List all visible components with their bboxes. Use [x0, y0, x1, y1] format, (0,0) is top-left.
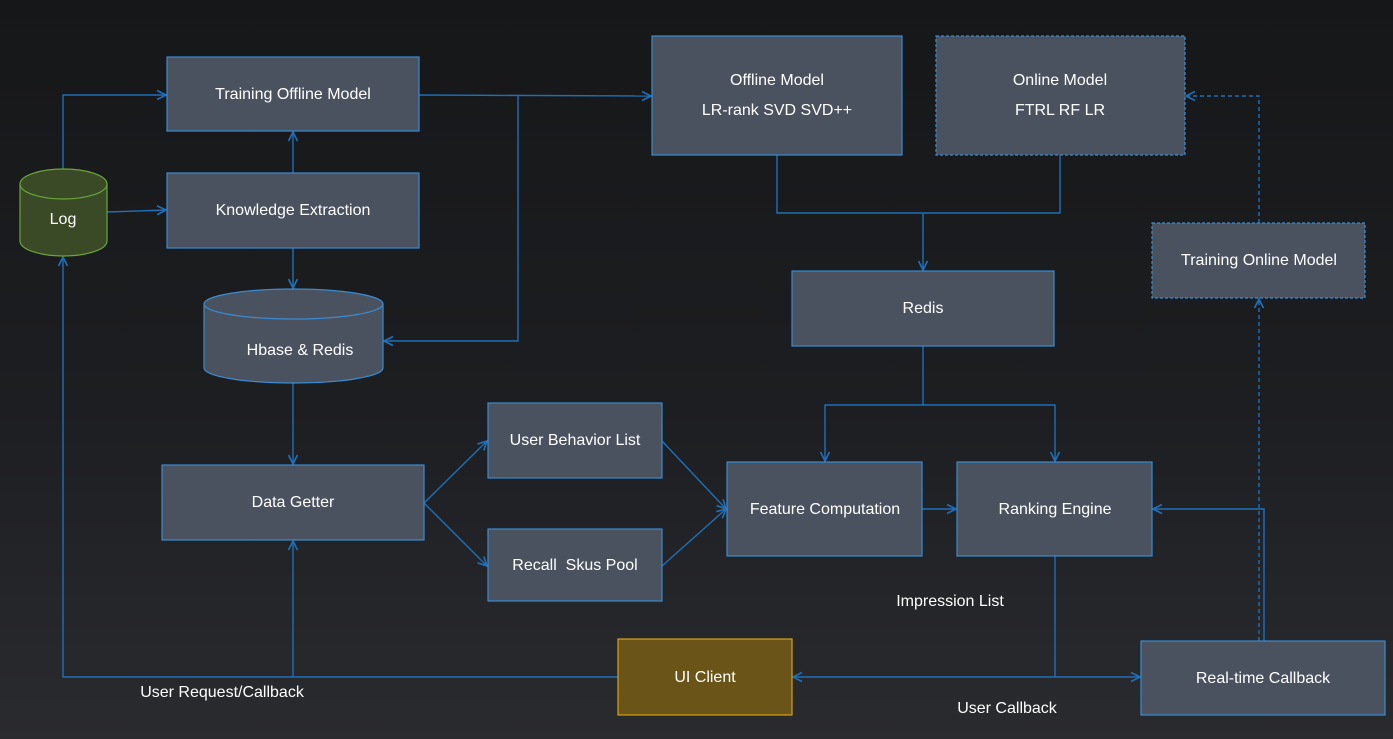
- ui-client-label: UI Client: [674, 669, 736, 686]
- hbase-label: Hbase & Redis: [247, 342, 354, 359]
- edge-redis-ranking: [923, 404, 1055, 461]
- recall-label: Recall Skus Pool: [512, 557, 637, 574]
- user-callback-label: User Callback: [957, 700, 1058, 717]
- node-hbase-redis: Hbase & Redis: [203, 288, 384, 384]
- edge-training-online-model: [1186, 96, 1260, 223]
- edge-redis-split: [825, 346, 924, 461]
- node-knowledge-extraction: Knowledge Extraction: [166, 172, 420, 249]
- user-request-label: User Request/Callback: [140, 684, 305, 701]
- node-training-online-model: Training Online Model: [1151, 222, 1366, 299]
- edge-behavior-feature: [661, 440, 726, 509]
- node-training-offline-model: Training Offline Model: [166, 56, 420, 132]
- offline-model-title: Offline Model: [730, 72, 824, 89]
- edge-datagetter-behavior: [423, 441, 487, 504]
- realtime-label: Real-time Callback: [1196, 670, 1331, 687]
- training-offline-label: Training Offline Model: [215, 86, 371, 103]
- node-log: Log: [19, 168, 108, 257]
- knowledge-label: Knowledge Extraction: [216, 202, 371, 219]
- ranking-label: Ranking Engine: [999, 501, 1112, 518]
- edge-datagetter-recall: [423, 502, 487, 566]
- edge-ui-log: [63, 257, 618, 678]
- node-realtime-callback: Real-time Callback: [1140, 640, 1386, 716]
- edge-training-hbase: [384, 95, 519, 341]
- data-getter-label: Data Getter: [252, 494, 335, 511]
- online-model-title: Online Model: [1013, 72, 1107, 89]
- edge-log-training-offline: [62, 95, 166, 169]
- feature-label: Feature Computation: [750, 501, 900, 518]
- node-recall-skus-pool: Recall Skus Pool: [487, 528, 663, 602]
- node-feature-computation: Feature Computation: [726, 461, 923, 557]
- user-behavior-label: User Behavior List: [510, 432, 641, 449]
- node-ui-client: UI Client: [617, 638, 793, 716]
- edge-models-merge: [776, 155, 1061, 214]
- edge-training-offline-model: [418, 95, 651, 96]
- offline-model-sub: LR-rank SVD SVD++: [702, 102, 852, 119]
- node-redis: Redis: [791, 270, 1055, 347]
- edge-log-knowledge: [106, 210, 166, 212]
- training-online-label: Training Online Model: [1181, 252, 1337, 269]
- log-label: Log: [50, 211, 77, 228]
- node-data-getter: Data Getter: [161, 464, 425, 541]
- edge-realtime-ranking: [1153, 509, 1265, 641]
- edge-recall-feature: [661, 509, 726, 567]
- redis-label: Redis: [903, 300, 944, 317]
- node-ranking-engine: Ranking Engine: [956, 461, 1153, 557]
- node-offline-model: Offline Model LR-rank SVD SVD++: [651, 35, 903, 156]
- edges: [62, 95, 1265, 678]
- node-online-model: Online Model FTRL RF LR: [935, 35, 1186, 156]
- node-user-behavior-list: User Behavior List: [487, 402, 663, 479]
- impression-list-label: Impression List: [896, 593, 1004, 610]
- online-model-sub: FTRL RF LR: [1015, 102, 1105, 119]
